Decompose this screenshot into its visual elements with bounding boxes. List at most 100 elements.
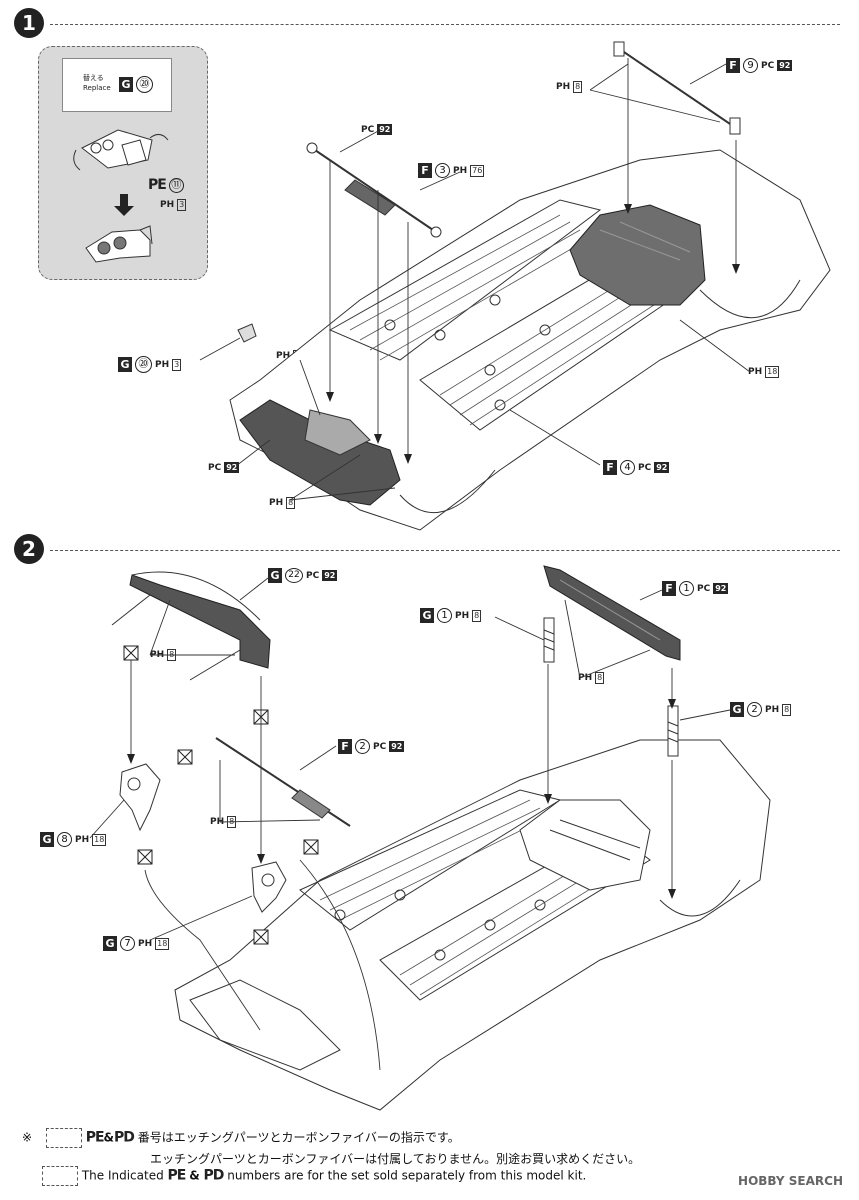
- pc-label: PC: [373, 741, 387, 752]
- shock-g1: [543, 617, 555, 663]
- ph-number: 8: [472, 609, 482, 622]
- part-letter: F: [662, 581, 676, 596]
- ph-number: 8: [782, 703, 792, 716]
- step1-chassis-underbody: [229, 149, 831, 531]
- step2-chassis-underbody: [174, 739, 771, 1111]
- s1-f4-tag: F 4 PC 92: [603, 460, 670, 475]
- ph-number: 3: [172, 358, 182, 371]
- ph-label: PH: [765, 704, 780, 715]
- pd-label-2: PD: [203, 1167, 225, 1184]
- ph-label: PH: [155, 359, 170, 370]
- s1-f3-tag: F 3 PH 76: [418, 163, 485, 178]
- part-letter: F: [726, 58, 740, 73]
- upright-g8: [119, 763, 161, 832]
- ph-label: PH: [748, 367, 763, 377]
- step-1-divider: [50, 24, 840, 25]
- part-number: 22: [285, 568, 303, 583]
- replace-box: 替える Replace G ⑳: [62, 58, 172, 112]
- s2-f1-tag: F 1 PC 92: [662, 581, 729, 596]
- pc-label: PC: [306, 570, 320, 581]
- s2-g7-tag: G 7 PH 18: [103, 936, 170, 951]
- s1-ph8-top: PH 8: [556, 81, 583, 93]
- s2-ph8-c: PH 8: [210, 816, 237, 828]
- ph-number: 18: [765, 366, 780, 378]
- footer-en-prefix: The Indicated: [81, 1168, 164, 1183]
- part-letter: G: [118, 357, 132, 372]
- ph-number: 3: [177, 199, 187, 211]
- ph-label: PH: [210, 817, 225, 827]
- asterisk: ※: [22, 1130, 33, 1145]
- footer-jp-2: エッチングパーツとカーボンファイバーは付属しておりません。別途お買い求めください…: [150, 1152, 641, 1166]
- s2-f2-tag: F 2 PC 92: [338, 739, 405, 754]
- part-number: 7: [120, 936, 135, 951]
- part-letter: G: [40, 832, 54, 847]
- ph-number: 18: [92, 833, 107, 846]
- pc-number: 92: [224, 462, 240, 473]
- ph-label: PH: [75, 834, 90, 845]
- footer-en-suffix: numbers are for the set sold separately …: [227, 1168, 587, 1183]
- ph-number: 76: [470, 164, 485, 177]
- pc-number: 92: [322, 570, 338, 581]
- pc-label: PC: [208, 462, 222, 473]
- pc-number: 92: [777, 60, 793, 71]
- part-number: 2: [747, 702, 762, 717]
- part-number: 4: [620, 460, 635, 475]
- ph-label: PH: [455, 610, 470, 621]
- part-number: ⑳: [135, 356, 152, 373]
- footer-line-3: The Indicated PE & PD numbers are for th…: [42, 1166, 586, 1186]
- part-letter: G: [420, 608, 434, 623]
- bracket-g20: [237, 323, 257, 343]
- ph-label: PH: [453, 165, 468, 176]
- fuel-tank-illustration: [569, 204, 706, 306]
- part-letter: F: [338, 739, 352, 754]
- replace-jp: 替える: [83, 74, 104, 82]
- no-glue-icon: [123, 645, 319, 945]
- crossmember-f1: [543, 565, 681, 661]
- pe-number: ⑪: [168, 177, 184, 193]
- pe-label-2: PE: [167, 1167, 187, 1184]
- amp: &: [103, 1130, 115, 1145]
- ph-label: PH: [578, 673, 593, 683]
- part-letter: G: [119, 77, 133, 92]
- s2-g2-tag: G 2 PH 8: [730, 702, 792, 717]
- pc-label: PC: [361, 124, 375, 135]
- ph-label: PH: [160, 200, 175, 210]
- s1-f9-tag: F 9 PC 92: [726, 58, 793, 73]
- front-subframe-dark: [239, 399, 401, 506]
- ph-number: 8: [595, 672, 605, 684]
- ph-number: 8: [573, 81, 583, 93]
- part-letter: F: [603, 460, 617, 475]
- rear-crossmember-f9: [613, 41, 741, 135]
- driveshaft-f3: [306, 142, 442, 238]
- step-2-divider: [50, 550, 840, 551]
- replace-part-tag: G ⑳: [119, 76, 153, 93]
- pc-number: 92: [713, 583, 729, 594]
- part-number: 2: [355, 739, 370, 754]
- amp-2: &: [189, 1168, 200, 1183]
- footer-line-2: エッチングパーツとカーボンファイバーは付属しておりません。別途お買い求めください…: [150, 1150, 640, 1167]
- pc-number: 92: [389, 741, 405, 752]
- pe-label: PE: [85, 1129, 105, 1146]
- step-2-number: 2: [14, 534, 44, 564]
- part-letter: G: [268, 568, 282, 583]
- ph-label: PH: [556, 82, 571, 92]
- ph-number: 76: [293, 350, 308, 362]
- footer-line-1: ※ PE&PD 番号はエッチングパーツとカーボンファイバーの指示です。: [22, 1128, 460, 1148]
- ph-number: 8: [227, 816, 237, 828]
- step-1-number: 1: [14, 8, 44, 38]
- footer-jp-1: 番号はエッチングパーツとカーボンファイバーの指示です。: [137, 1130, 460, 1145]
- pd-label: PD: [114, 1129, 135, 1146]
- rear-subframe-g22: [111, 571, 271, 681]
- pc-label: PC: [638, 462, 652, 473]
- hobby-search-watermark: HOBBY SEARCH: [738, 1174, 843, 1188]
- pe-placeholder-box-2: [42, 1166, 78, 1186]
- pc-number: 92: [377, 124, 393, 135]
- pc-label: PC: [761, 60, 775, 71]
- s1-ph76-tag: PH 76: [276, 350, 308, 362]
- inset-ph3-tag: PH 3: [160, 199, 187, 211]
- upright-g7: [251, 861, 287, 913]
- pe-label: PE: [148, 177, 167, 193]
- ph-label: PH: [269, 498, 284, 508]
- ph-number: 8: [167, 649, 177, 661]
- ph-label: PH: [138, 938, 153, 949]
